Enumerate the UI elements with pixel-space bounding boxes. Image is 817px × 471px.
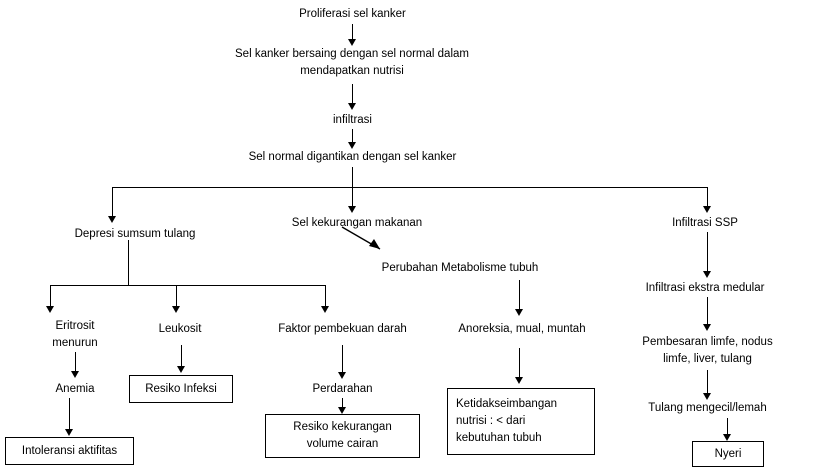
node-perubahan-metabolisme-tubuh: Perubahan Metabolisme tubuh [381,262,539,274]
node-infiltrasi-ekstra-medular: Infiltrasi ekstra medular [645,282,765,294]
connector-faktor-perdarahan [342,345,343,373]
connector-sel-kekurangan-metabolisme [341,226,381,250]
connector-subbus-leukosit [176,285,177,307]
connector-pembesaran-tulang [707,370,708,394]
node-proliferasi-sel-kanker: Proliferasi sel kanker [299,8,406,20]
node-depresi-sumsum-tulang: Depresi sumsum tulang [74,228,196,240]
connector-anoreksia-ketidakseimbangan [519,348,520,378]
arrowhead-leukosit-resiko-infeksi [177,366,185,373]
connector-subbus-faktor-pembekuan [325,285,326,307]
node-faktor-pembekuan-darah: Faktor pembekuan darah [278,323,407,335]
box-nyeri: Nyeri [692,441,764,467]
node-pembesaran-limfe: Pembesaran limfe, nodus limfe, liver, tu… [642,336,773,365]
connector-subbus-eritrosit [50,285,51,307]
arrowhead-faktor-perdarahan [338,372,346,379]
node-anemia: Anemia [55,383,95,395]
node-tulang-mengecil-lemah: Tulang mengecil/lemah [648,402,767,414]
node-leukosit: Leukosit [158,323,202,335]
arrowhead-bus-infiltrasi-ssp [703,206,711,213]
arrowhead-n3-n4 [348,142,356,149]
node-sel-kanker-bersaing: Sel kanker bersaing dengan sel normal da… [235,48,469,77]
connector-ekstramedular-pembesaran [707,297,708,325]
arrowhead-n2-n3 [348,103,356,110]
connector-ssp-ekstramedular [707,232,708,272]
node-eritrosit-menurun: Eritrosit menurun [52,320,98,349]
connector-metabolisme-anoreksia [519,280,520,310]
arrowhead-perdarahan-resiko-cairan [338,407,346,414]
connector-bus-sel-kekurangan [352,187,353,207]
connector-leukosit-resiko-infeksi [181,345,182,367]
connector-depresi-subbus [128,240,129,285]
arrowhead-tulang-nyeri [723,434,731,441]
node-anoreksia-mual-muntah: Anoreksia, mual, muntah [458,323,586,335]
connector-anemia-intoleransi [69,398,70,430]
box-ketidakseimbangan-nutrisi: Ketidakseimbangan nutrisi : < dari kebut… [447,388,595,455]
box-intoleransi-aktifitas: Intoleransi aktifitas [5,437,134,465]
bus-horizontal-sub [50,285,325,286]
connector-perdarahan-resiko-cairan [342,398,343,408]
arrowhead-ekstramedular-pembesaran [703,324,711,331]
connector-n1-n2 [352,24,353,40]
arrowhead-subbus-faktor-pembekuan [321,306,329,313]
connector-bus-infiltrasi-ssp [707,187,708,207]
bus-horizontal-main [112,187,707,188]
node-infiltrasi-ssp: Infiltrasi SSP [672,217,738,229]
connector-eritrosit-anemia [75,352,76,372]
arrowhead-anoreksia-ketidakseimbangan [515,377,523,384]
arrowhead-ssp-ekstramedular [703,271,711,278]
connector-tulang-nyeri [727,418,728,435]
arrowhead-n1-n2 [348,39,356,46]
node-perdarahan: Perdarahan [312,383,373,395]
node-sel-normal-digantikan: Sel normal digantikan dengan sel kanker [248,151,457,163]
arrowhead-metabolisme-anoreksia [515,309,523,316]
arrowhead-bus-sel-kekurangan [348,206,356,213]
arrowhead-eritrosit-anemia [71,371,79,378]
box-resiko-infeksi: Resiko Infeksi [129,375,233,403]
arrowhead-pembesaran-tulang [703,393,711,400]
node-sel-kekurangan-makanan: Sel kekurangan makanan [291,217,423,229]
box-resiko-kekurangan-volume-cairan: Resiko kekurangan volume cairan [265,414,420,458]
connector-n4-bus [352,167,353,187]
connector-n2-n3 [352,84,353,104]
connector-n3-n4 [352,129,353,143]
connector-bus-depresi [112,187,113,217]
arrowhead-subbus-eritrosit [46,306,54,313]
arrowhead-subbus-leukosit [172,306,180,313]
arrowhead-anemia-intoleransi [65,429,73,436]
arrowhead-bus-depresi [108,216,116,223]
node-infiltrasi: infiltrasi [333,114,372,126]
